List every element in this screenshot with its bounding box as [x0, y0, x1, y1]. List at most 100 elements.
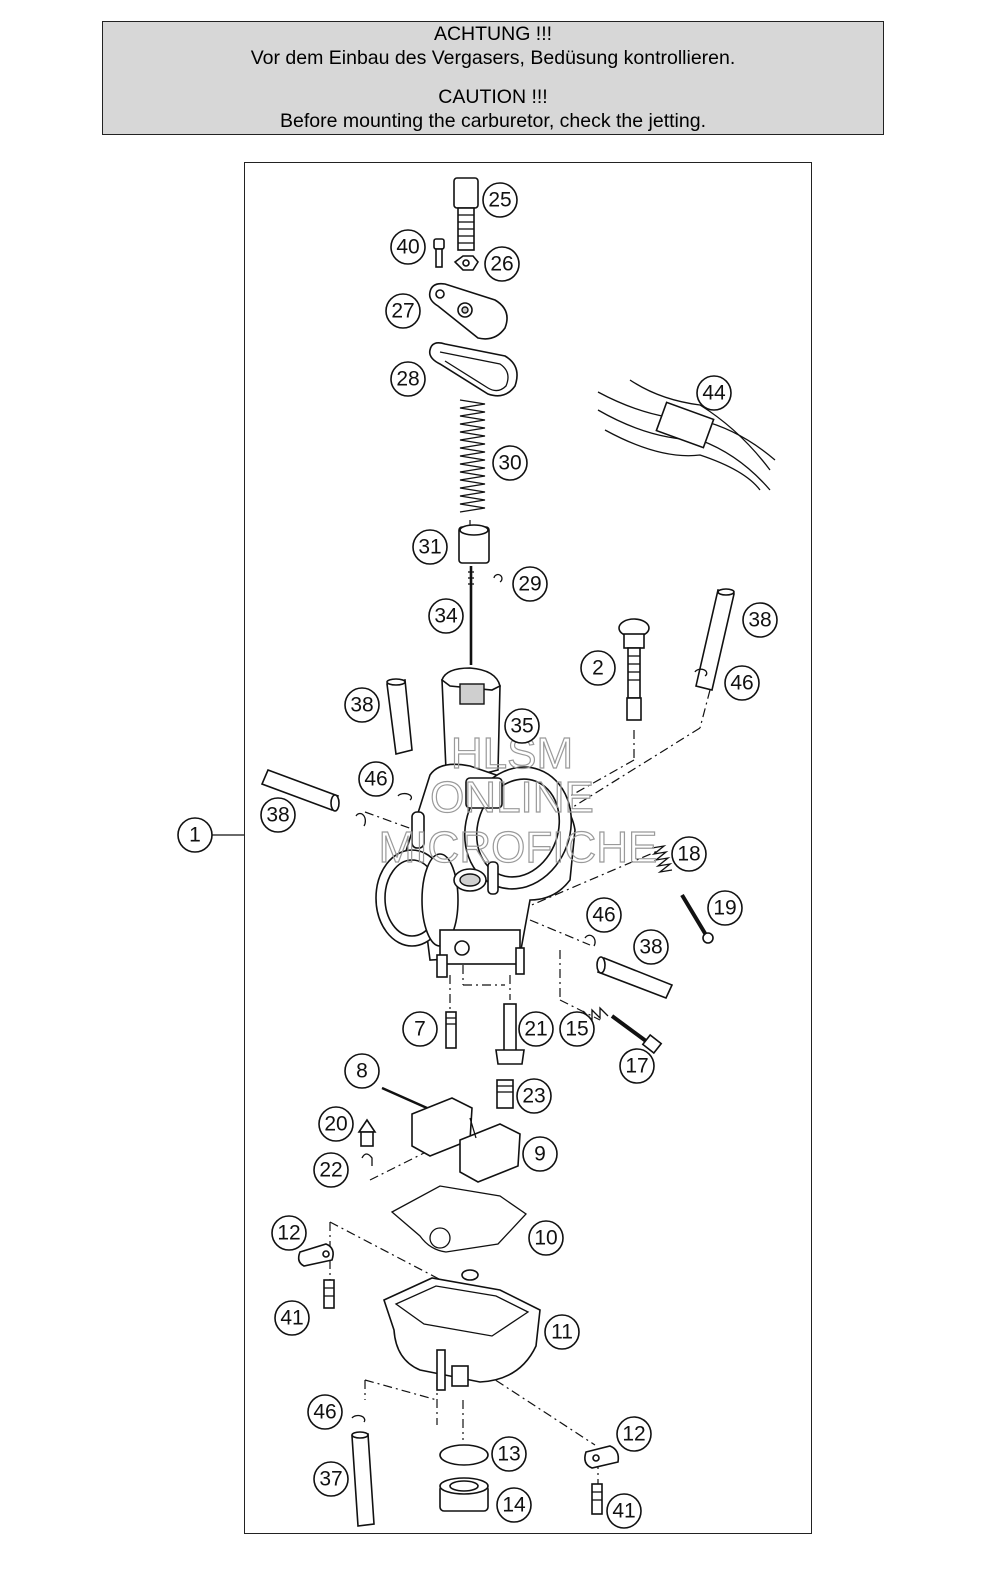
svg-text:46: 46 [592, 904, 615, 927]
warning-text-de: Vor dem Einbau des Vergasers, Bedüsung k… [250, 47, 736, 69]
part-22-clip [361, 1153, 373, 1166]
part-10-bowl-gasket [390, 1185, 527, 1253]
callout-37: 37 [313, 1461, 349, 1497]
svg-text:46: 46 [364, 768, 387, 791]
callout-31: 31 [412, 529, 448, 565]
watermark-line2: ONLINE [430, 773, 594, 822]
svg-text:31: 31 [418, 536, 441, 559]
callout-1: 1 [177, 817, 213, 853]
part-21-needle-jet [495, 1003, 525, 1065]
svg-text:34: 34 [434, 605, 458, 628]
diagram-frame [244, 162, 812, 1534]
part-41-screw-left [323, 1279, 335, 1309]
part-34-needle [468, 566, 474, 665]
svg-text:11: 11 [551, 1321, 573, 1344]
svg-text:2: 2 [592, 657, 604, 680]
callout-29: 29 [512, 566, 548, 602]
svg-text:30: 30 [498, 452, 521, 475]
part-38-hose-far-left [260, 768, 340, 812]
svg-text:46: 46 [313, 1401, 336, 1424]
callout-22: 22 [313, 1152, 349, 1188]
callout-38-top-right: 38 [742, 602, 778, 638]
svg-text:13: 13 [497, 1443, 520, 1466]
callout-34: 34 [428, 598, 464, 634]
callout-8: 8 [344, 1053, 380, 1089]
svg-text:14: 14 [502, 1494, 526, 1517]
svg-text:25: 25 [488, 189, 511, 212]
callout-40: 40 [390, 229, 426, 265]
callout-25: 25 [482, 182, 518, 218]
svg-text:38: 38 [748, 609, 771, 632]
callout-46-bottom: 46 [307, 1394, 343, 1430]
part-41-screw-right [591, 1483, 603, 1515]
callout-11: 11 [544, 1314, 580, 1350]
warning-text-en: Before mounting the carburetor, check th… [279, 110, 706, 132]
svg-text:29: 29 [518, 573, 541, 596]
callout-13: 13 [491, 1436, 527, 1472]
callout-19: 19 [707, 890, 743, 926]
callout-27: 27 [385, 293, 421, 329]
callout-41-left: 41 [274, 1300, 310, 1336]
part-44-cable-tie [597, 379, 776, 491]
callout-12-left: 12 [271, 1215, 307, 1251]
part-37-drain-hose [351, 1431, 375, 1527]
callout-46-right: 46 [586, 897, 622, 933]
part-38-hose-top-right [695, 588, 735, 691]
svg-text:41: 41 [280, 1307, 303, 1330]
svg-text:28: 28 [396, 368, 419, 391]
callout-9: 9 [522, 1136, 558, 1172]
callout-46-top-right: 46 [724, 665, 760, 701]
part-14-drain-plug [439, 1477, 489, 1512]
svg-text:38: 38 [350, 694, 373, 717]
callout-28: 28 [390, 361, 426, 397]
part-29-clip [493, 573, 503, 583]
callout-15: 15 [559, 1011, 595, 1047]
part-40-screw [433, 238, 445, 268]
svg-text:18: 18 [677, 843, 700, 866]
svg-text:35: 35 [510, 715, 533, 738]
callout-41-right: 41 [606, 1493, 642, 1529]
part-35-slide [441, 667, 501, 775]
svg-text:1: 1 [189, 824, 201, 847]
part-12-clamp-right [584, 1445, 620, 1469]
svg-text:20: 20 [324, 1113, 347, 1136]
part-38-hose-right [596, 956, 674, 1000]
callout-35: 35 [504, 708, 540, 744]
svg-text:15: 15 [565, 1018, 588, 1041]
callout-14: 14 [496, 1487, 532, 1523]
callout-10: 10 [528, 1220, 564, 1256]
part-11-float-bowl [383, 1269, 541, 1391]
part-46-clips [351, 668, 708, 1423]
svg-text:23: 23 [522, 1085, 545, 1108]
part-7-jet [445, 1011, 457, 1049]
svg-text:38: 38 [266, 804, 289, 827]
part-23-main-jet [496, 1079, 514, 1109]
part-2-idle-screw [618, 618, 650, 721]
callout-20: 20 [318, 1106, 354, 1142]
svg-text:38: 38 [639, 936, 662, 959]
part-31-spring-seat [458, 524, 490, 564]
part-13-o-ring [439, 1444, 489, 1466]
watermark: HLSM ONLINE MICROFICHE [378, 728, 658, 872]
svg-text:19: 19 [713, 897, 736, 920]
warning-title-de: ACHTUNG !!! [433, 23, 553, 45]
svg-text:44: 44 [702, 382, 726, 405]
svg-text:46: 46 [730, 672, 753, 695]
callout-38-far-left: 38 [260, 797, 296, 833]
part-12-clamp-left [297, 1243, 334, 1267]
callout-30: 30 [492, 445, 528, 481]
part-28-gasket [428, 342, 518, 397]
svg-text:41: 41 [612, 1500, 635, 1523]
svg-text:10: 10 [534, 1227, 557, 1250]
callout-38-right: 38 [633, 929, 669, 965]
part-1-carburetor-body [375, 763, 576, 978]
part-18-spring [651, 844, 673, 874]
part-19-screw [680, 893, 714, 944]
svg-text:37: 37 [319, 1468, 342, 1491]
svg-text:27: 27 [391, 300, 414, 323]
callout-17: 17 [619, 1048, 655, 1084]
callout-2: 2 [580, 650, 616, 686]
part-27-cover [428, 282, 508, 340]
warning-title-en: CAUTION !!! [438, 86, 548, 108]
callout-23: 23 [516, 1078, 552, 1114]
